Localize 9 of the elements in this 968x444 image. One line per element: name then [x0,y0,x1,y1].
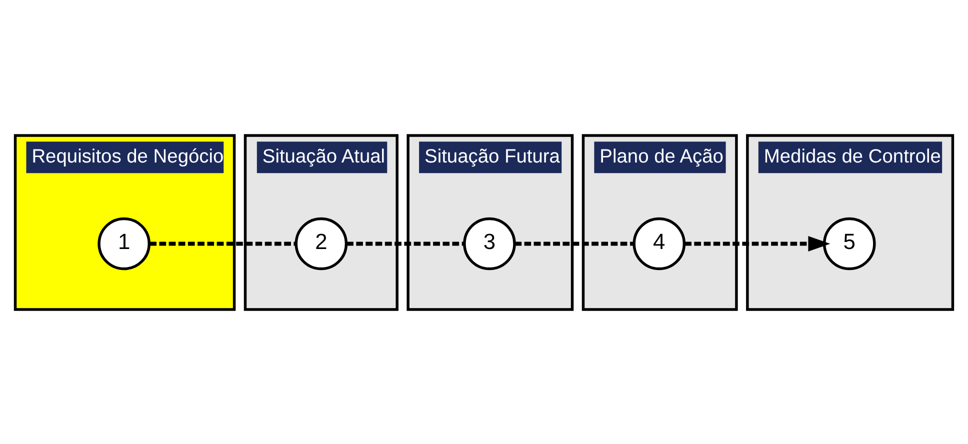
arrow [684,236,830,251]
node-circle: 2 [294,216,348,270]
node-circle: 5 [822,216,876,270]
node-circle: 1 [98,216,150,270]
connector [514,241,634,246]
node-circle: 4 [632,216,686,270]
node-circle: 3 [463,216,516,270]
connector [346,241,464,246]
connector [150,241,296,246]
